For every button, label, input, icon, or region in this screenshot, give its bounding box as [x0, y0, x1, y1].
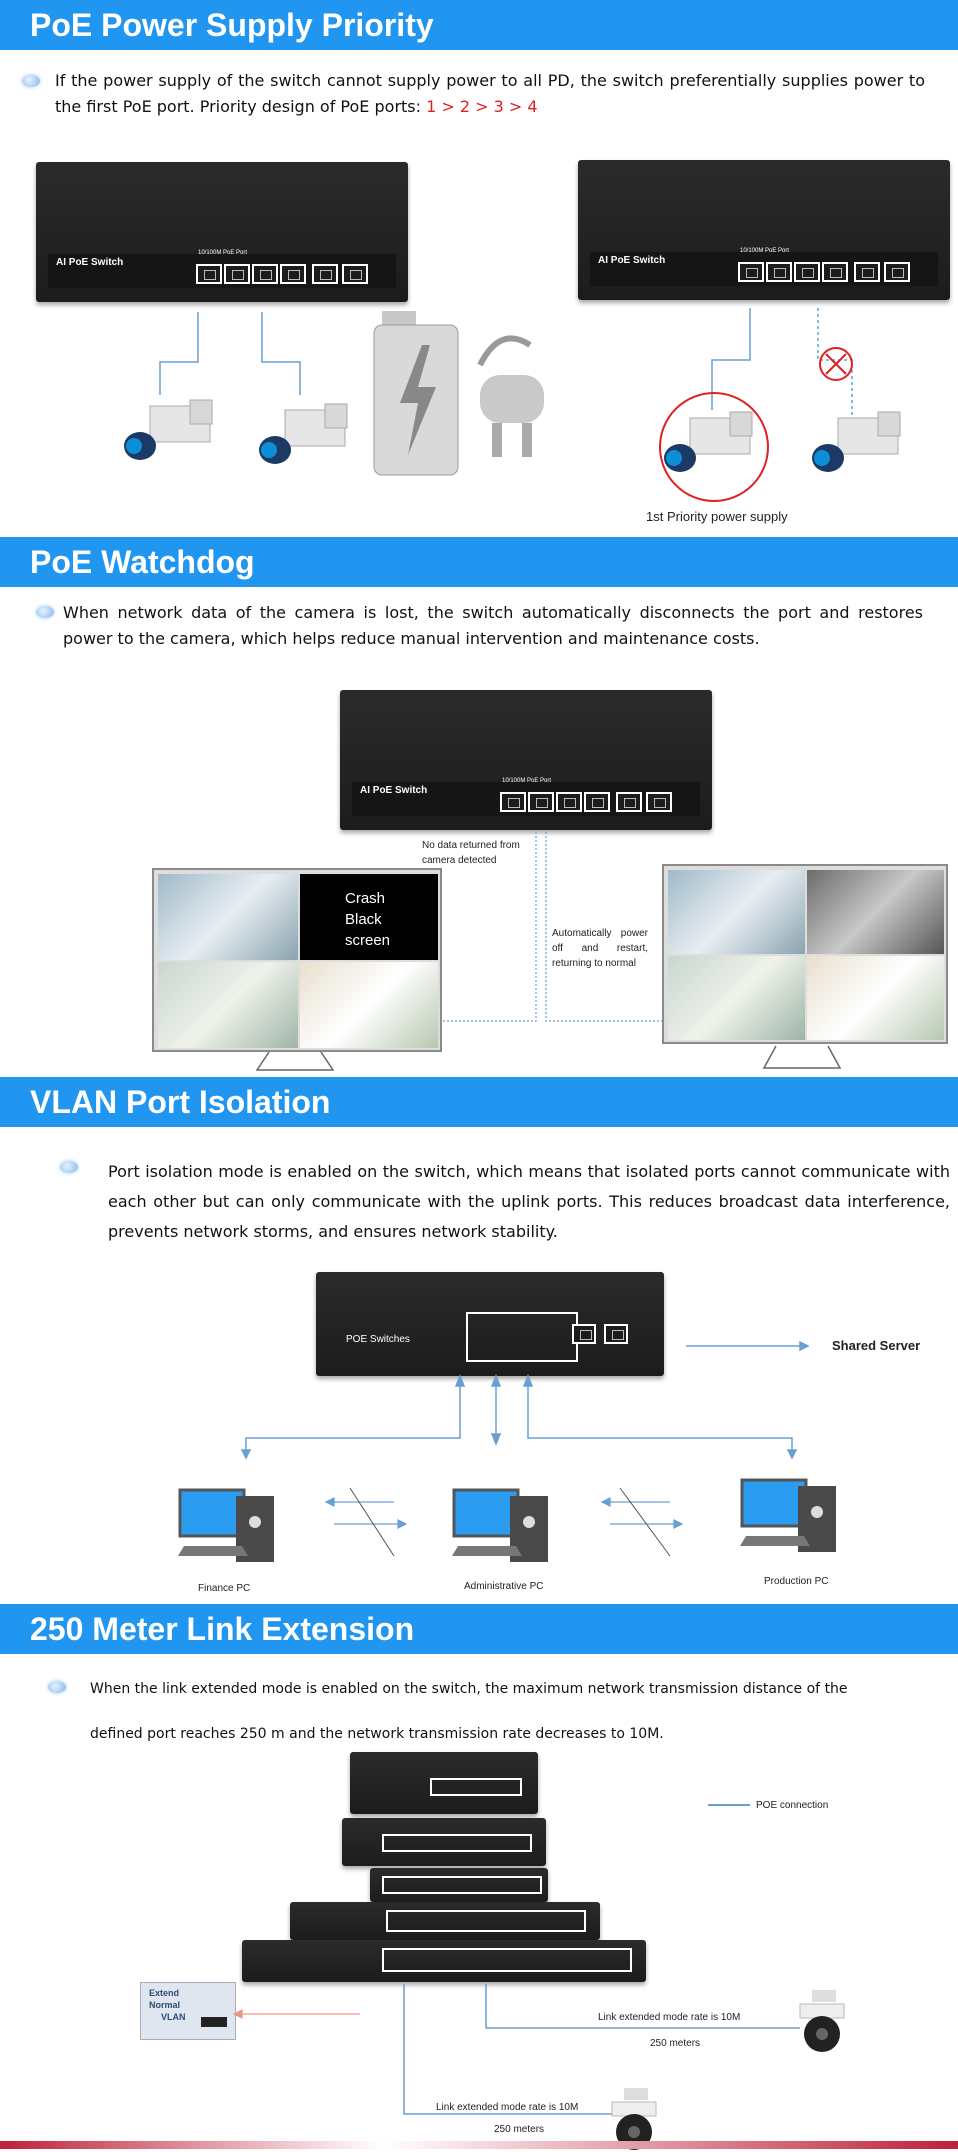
port-header: 10/100M PoE Port [740, 248, 790, 254]
camera-icon [812, 411, 901, 472]
camera-icon [259, 403, 348, 464]
watchdog-text: When network data of the camera is lost,… [63, 603, 923, 648]
legend-line [708, 1804, 750, 1806]
watchdog-lines [440, 832, 664, 1022]
mode-extend: Extend [149, 1988, 180, 1998]
section-title: PoE Power Supply Priority [30, 7, 434, 43]
switch-stack-4 [290, 1902, 600, 1940]
poe-switch-vlan: POE Switches [316, 1272, 664, 1376]
switch-stack-5 [242, 1940, 646, 1982]
monitor-stand [255, 1051, 335, 1071]
connection-lines-s1 [159, 308, 853, 502]
finance-pc-label: Finance PC [198, 1583, 251, 1594]
footer-accent [0, 2141, 958, 2149]
poe-switch-right: AI PoE Switch 10/100M PoE Port [578, 160, 950, 300]
section-banner-watchdog: PoE Watchdog [0, 537, 958, 587]
priority-caption: 1st Priority power supply [646, 509, 788, 524]
switch-label: AI PoE Switch [598, 255, 666, 266]
distance-caption-1: 250 meters [650, 2038, 701, 2049]
black-screen-label: Black screen [345, 911, 391, 949]
rate-caption-2: Link extended mode rate is 10M [436, 2102, 579, 2113]
section-banner-vlan: VLAN Port Isolation [0, 1077, 958, 1127]
switch-label: POE Switches [346, 1334, 410, 1345]
port-header: 10/100M PoE Port [502, 778, 552, 784]
mode-panel: Extend Normal VLAN [140, 1982, 236, 2040]
auto-restart-caption: Automatically power off and restart, ret… [552, 928, 648, 969]
section-banner-link-extension: 250 Meter Link Extension [0, 1604, 958, 1654]
monitor-right [662, 864, 948, 1044]
power-priority-text: If the power supply of the switch cannot… [55, 68, 925, 120]
switch-label: AI PoE Switch [360, 785, 428, 796]
switch-stack-3 [370, 1868, 548, 1902]
camera-icon [664, 411, 753, 472]
crash-label: Crash [345, 890, 386, 907]
crash-screen: Crash Black screen [300, 874, 438, 960]
rate-caption-1: Link extended mode rate is 10M [598, 2012, 741, 2023]
vlan-text: Port isolation mode is enabled on the sw… [108, 1162, 950, 1241]
switch-stack-2 [342, 1818, 546, 1866]
link-extension-text-1: When the link extended mode is enabled o… [90, 1681, 848, 1697]
bullet-icon [22, 75, 40, 87]
battery-plug-icon [373, 311, 544, 476]
dome-camera-icon [799, 1990, 845, 2052]
switch-label: AI PoE Switch [56, 257, 124, 268]
shared-server-label: Shared Server [832, 1338, 921, 1353]
legend-label: POE connection [756, 1800, 829, 1811]
isolation-arrows [324, 1487, 684, 1557]
monitor-stand [762, 1045, 842, 1069]
mode-vlan: VLAN [161, 2012, 186, 2022]
pc-icon [178, 1488, 274, 1562]
administrative-pc-label: Administrative PC [464, 1581, 544, 1592]
pc-icon [452, 1488, 548, 1562]
no-data-caption: No data returned from camera detected [422, 840, 520, 866]
bullet-icon [60, 1161, 78, 1173]
mode-normal: Normal [149, 2000, 181, 2010]
section-banner-power-priority: PoE Power Supply Priority [0, 0, 958, 50]
monitor-left: Crash Black screen [152, 868, 442, 1052]
power-priority-description: If the power supply of the switch cannot… [55, 71, 925, 116]
camera-icon [124, 399, 213, 460]
pc-icon [740, 1478, 836, 1552]
extension-lines [232, 1984, 800, 2115]
port-header: 10/100M PoE Port [198, 250, 248, 256]
switch-stack-1 [350, 1752, 538, 1814]
section-title: 250 Meter Link Extension [30, 1611, 415, 1647]
link-extension-text-2: defined port reaches 250 m and the netwo… [90, 1726, 664, 1742]
section-title: PoE Watchdog [30, 544, 255, 580]
poe-switch-left: AI PoE Switch 10/100M PoE Port [36, 162, 408, 302]
bullet-icon [48, 1681, 66, 1693]
distance-caption-2: 250 meters [494, 2124, 545, 2135]
priority-order: 1 > 2 > 3 > 4 [426, 97, 538, 116]
section-title: VLAN Port Isolation [30, 1084, 331, 1120]
bullet-icon [36, 606, 54, 618]
vlan-lines [240, 1340, 810, 1460]
production-pc-label: Production PC [764, 1576, 829, 1587]
poe-switch-center: AI PoE Switch 10/100M PoE Port [340, 690, 712, 830]
